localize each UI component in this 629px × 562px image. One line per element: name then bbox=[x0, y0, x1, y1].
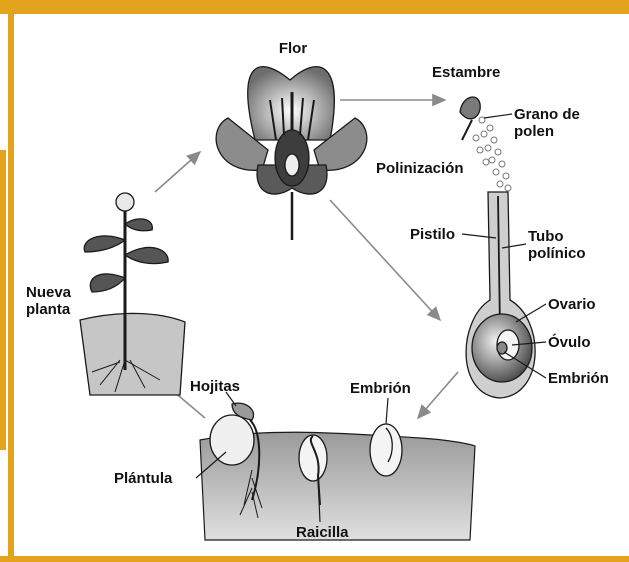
label-ovario: Ovario bbox=[548, 296, 596, 313]
label-embrion-ovule: Embrión bbox=[548, 370, 609, 387]
label-raicilla: Raicilla bbox=[296, 524, 349, 541]
label-plantula: Plántula bbox=[114, 470, 172, 487]
label-pistilo: Pistilo bbox=[410, 226, 455, 243]
label-polinizacion: Polinización bbox=[376, 160, 464, 177]
label-tubo-polinico: Tubo polínico bbox=[528, 228, 586, 262]
label-embrion-seed: Embrión bbox=[350, 380, 411, 397]
label-hojitas: Hojitas bbox=[190, 378, 240, 395]
pistil-illustration bbox=[466, 192, 535, 398]
stamen-illustration bbox=[460, 97, 480, 140]
arrow-ovary-to-seed bbox=[418, 372, 458, 418]
new-plant-illustration bbox=[80, 193, 185, 395]
flower-illustration bbox=[216, 67, 367, 240]
label-ovulo: Óvulo bbox=[548, 334, 591, 351]
label-flor: Flor bbox=[268, 40, 318, 57]
arrow-flower-to-pistil bbox=[330, 200, 440, 320]
pollen-grains bbox=[473, 117, 511, 191]
label-grano-polen: Grano de polen bbox=[514, 106, 580, 140]
label-nueva-planta: Nueva planta bbox=[26, 284, 71, 318]
label-estambre: Estambre bbox=[432, 64, 500, 81]
arrow-plant-to-flower bbox=[155, 152, 200, 192]
